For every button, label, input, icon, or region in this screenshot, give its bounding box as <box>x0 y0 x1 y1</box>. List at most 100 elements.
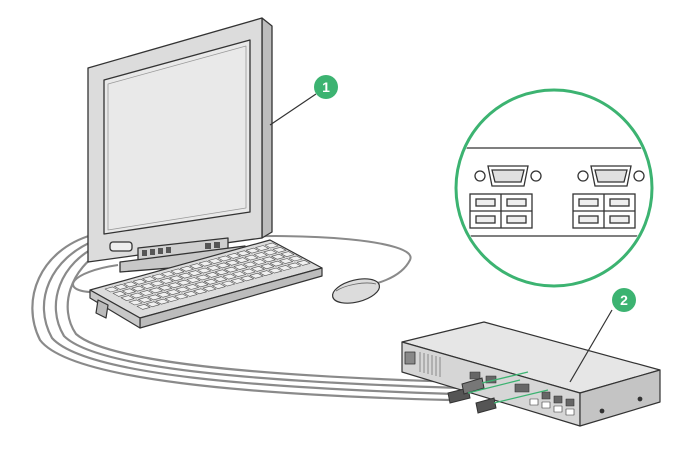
usb-ports-left <box>469 193 533 229</box>
keyboard-key <box>114 283 128 290</box>
keyboard-key <box>235 257 249 264</box>
mouse <box>331 278 381 304</box>
keyboard-key <box>221 280 236 287</box>
keyboard-key <box>146 301 160 308</box>
keyboard-key <box>225 259 240 266</box>
usb-ports-right <box>572 193 636 229</box>
keyboard-key <box>120 295 135 302</box>
keyboard-key <box>230 278 245 284</box>
keyboard-key <box>169 275 183 282</box>
keyboard-key <box>279 258 294 264</box>
keyboard-key <box>186 277 201 283</box>
cable-bundle <box>31 233 466 402</box>
keyboard-key <box>255 245 270 251</box>
keyboard-key <box>272 247 287 253</box>
keyboard-key <box>170 268 185 275</box>
callout-1-leader <box>269 93 317 126</box>
keyboard-key <box>217 255 232 262</box>
power-button <box>109 241 133 252</box>
keyboard-key <box>245 247 260 254</box>
keyboard-key <box>261 256 276 263</box>
keyboard-cable <box>72 264 119 293</box>
keyboard-key <box>277 265 292 271</box>
keyboard-key <box>260 263 275 270</box>
keyboard-key <box>194 281 209 288</box>
keyboard-key <box>224 266 238 273</box>
keyboard-key <box>280 251 295 258</box>
keyboard-key <box>142 276 157 283</box>
keyboard-key <box>174 293 189 300</box>
keyboard-key <box>140 283 155 289</box>
keyboard-key <box>104 286 119 293</box>
callout-1-number: 1 <box>322 79 330 95</box>
port-detail-magnifier <box>454 88 654 288</box>
keyboard-key <box>206 265 221 271</box>
keyboard-key <box>196 274 210 281</box>
keyboard-key <box>122 288 136 295</box>
keyboard-key <box>161 271 175 277</box>
keyboard-key <box>241 268 256 275</box>
keyboard-key <box>251 265 265 272</box>
kvm-switch <box>401 321 661 427</box>
keyboard-key <box>150 280 165 287</box>
keyboard-key <box>123 281 138 288</box>
keyboard-key <box>296 259 311 266</box>
keyboard-key <box>128 299 143 306</box>
keyboard-keys <box>104 242 311 310</box>
keyboard-key <box>158 284 173 291</box>
keyboard-key <box>188 270 202 277</box>
keyboard-key <box>189 263 204 270</box>
keyboard-key <box>213 276 228 283</box>
keyboard-key <box>236 250 251 257</box>
keyboard-key <box>263 249 278 256</box>
callout-1: 1 <box>314 75 338 99</box>
keyboard-key <box>138 296 152 303</box>
keyboard-key <box>240 275 254 282</box>
keyboard-key <box>156 291 171 298</box>
keyboard-key <box>177 279 191 286</box>
keyboard-key <box>249 272 264 279</box>
keyboard-key <box>166 289 181 296</box>
keyboard-key <box>227 253 241 259</box>
keyboard-key <box>167 282 182 289</box>
keyboard-key <box>164 296 179 302</box>
keyboard-key <box>147 294 162 301</box>
callout-2: 2 <box>612 288 636 312</box>
keyboard-key <box>271 253 286 260</box>
keyboard-key <box>232 271 246 277</box>
keyboard-key <box>131 285 146 292</box>
keyboard-key <box>183 290 198 297</box>
keyboard <box>89 239 323 329</box>
keyboard-key <box>197 267 212 274</box>
monitor <box>87 17 273 273</box>
keyboard-key <box>148 287 163 294</box>
keyboard-key <box>222 273 237 280</box>
keyboard-key <box>214 269 229 276</box>
keyboard-key <box>112 290 127 297</box>
keyboard-key <box>244 254 259 261</box>
keyboard-key <box>136 303 151 310</box>
keyboard-key <box>178 272 193 279</box>
mouse-cable <box>219 235 412 286</box>
keyboard-key <box>155 298 170 305</box>
vga-port-right <box>577 165 645 187</box>
callout-2-leader <box>569 309 613 383</box>
keyboard-key <box>212 283 226 290</box>
keyboard-key <box>139 290 154 296</box>
keyboard-key <box>216 262 230 269</box>
keyboard-key <box>233 264 248 270</box>
keyboard-key <box>180 265 194 272</box>
keyboard-key <box>243 261 257 268</box>
keyboard-key <box>268 267 283 274</box>
keyboard-key <box>132 278 147 285</box>
callout-2-number: 2 <box>620 292 628 308</box>
keyboard-key <box>259 270 273 277</box>
keyboard-key <box>198 260 213 267</box>
monitor-screen <box>103 39 251 235</box>
keyboard-key <box>204 278 218 285</box>
keyboard-key <box>130 292 144 299</box>
keyboard-key <box>288 255 303 262</box>
keyboard-key <box>175 286 190 293</box>
cable-connectors <box>447 371 549 414</box>
